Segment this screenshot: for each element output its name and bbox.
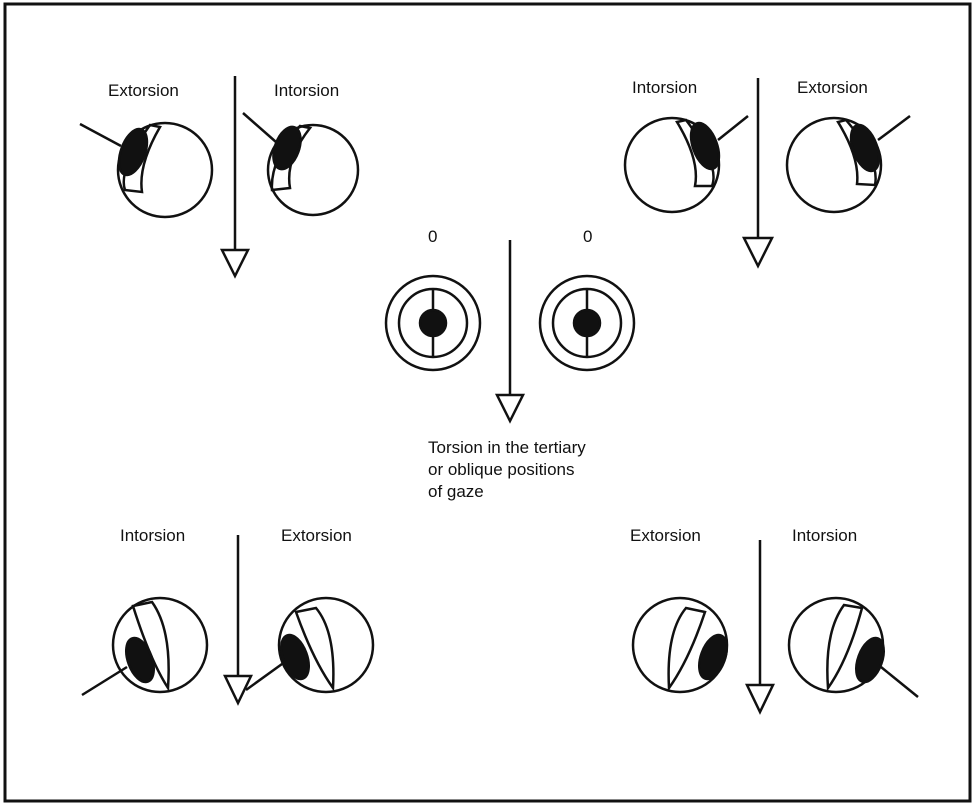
eye-bottom-left-intorsion (81, 596, 209, 697)
caption-line-2: or oblique positions (428, 460, 575, 479)
label-bottom-right-extorsion: Extorsion (630, 526, 701, 545)
diagram-frame (3, 2, 972, 803)
eye-bottom-right-intorsion (787, 596, 919, 698)
label-top-left-intorsion: Intorsion (274, 81, 340, 100)
top-right-pair (623, 78, 911, 269)
bottom-right-pair (631, 540, 919, 715)
label-center-right-zero: 0 (583, 227, 593, 246)
label-bottom-left-extorsion: Extorsion (281, 526, 352, 545)
label-center-left-zero: 0 (428, 227, 438, 246)
eye-top-left-extorsion (79, 121, 214, 219)
bottom-left-pair (81, 535, 375, 706)
arrow-center (494, 240, 526, 424)
arrow-bottom-right (745, 540, 775, 715)
arrow-top-right (741, 78, 775, 269)
center-pair (384, 240, 636, 424)
caption-line-3: of gaze (428, 482, 484, 501)
label-bottom-right-intorsion: Intorsion (792, 526, 858, 545)
eye-bottom-left-extorsion (245, 596, 375, 694)
eye-center-left (384, 274, 482, 372)
eye-top-left-intorsion (242, 112, 360, 217)
arrow-top-left (219, 76, 251, 279)
label-bottom-left-intorsion: Intorsion (120, 526, 186, 545)
top-left-pair (79, 76, 360, 279)
diagram-caption: Torsion in the tertiary or oblique posit… (428, 437, 648, 503)
eye-top-right-extorsion (785, 115, 911, 214)
label-top-right-extorsion: Extorsion (797, 78, 868, 97)
label-top-left-extorsion: Extorsion (108, 81, 179, 100)
eye-center-right (538, 274, 636, 372)
arrow-bottom-left (223, 535, 253, 706)
eye-top-right-intorsion (623, 115, 749, 214)
eye-bottom-right-extorsion (631, 596, 729, 694)
caption-line-1: Torsion in the tertiary (428, 438, 586, 457)
label-top-right-intorsion: Intorsion (632, 78, 698, 97)
